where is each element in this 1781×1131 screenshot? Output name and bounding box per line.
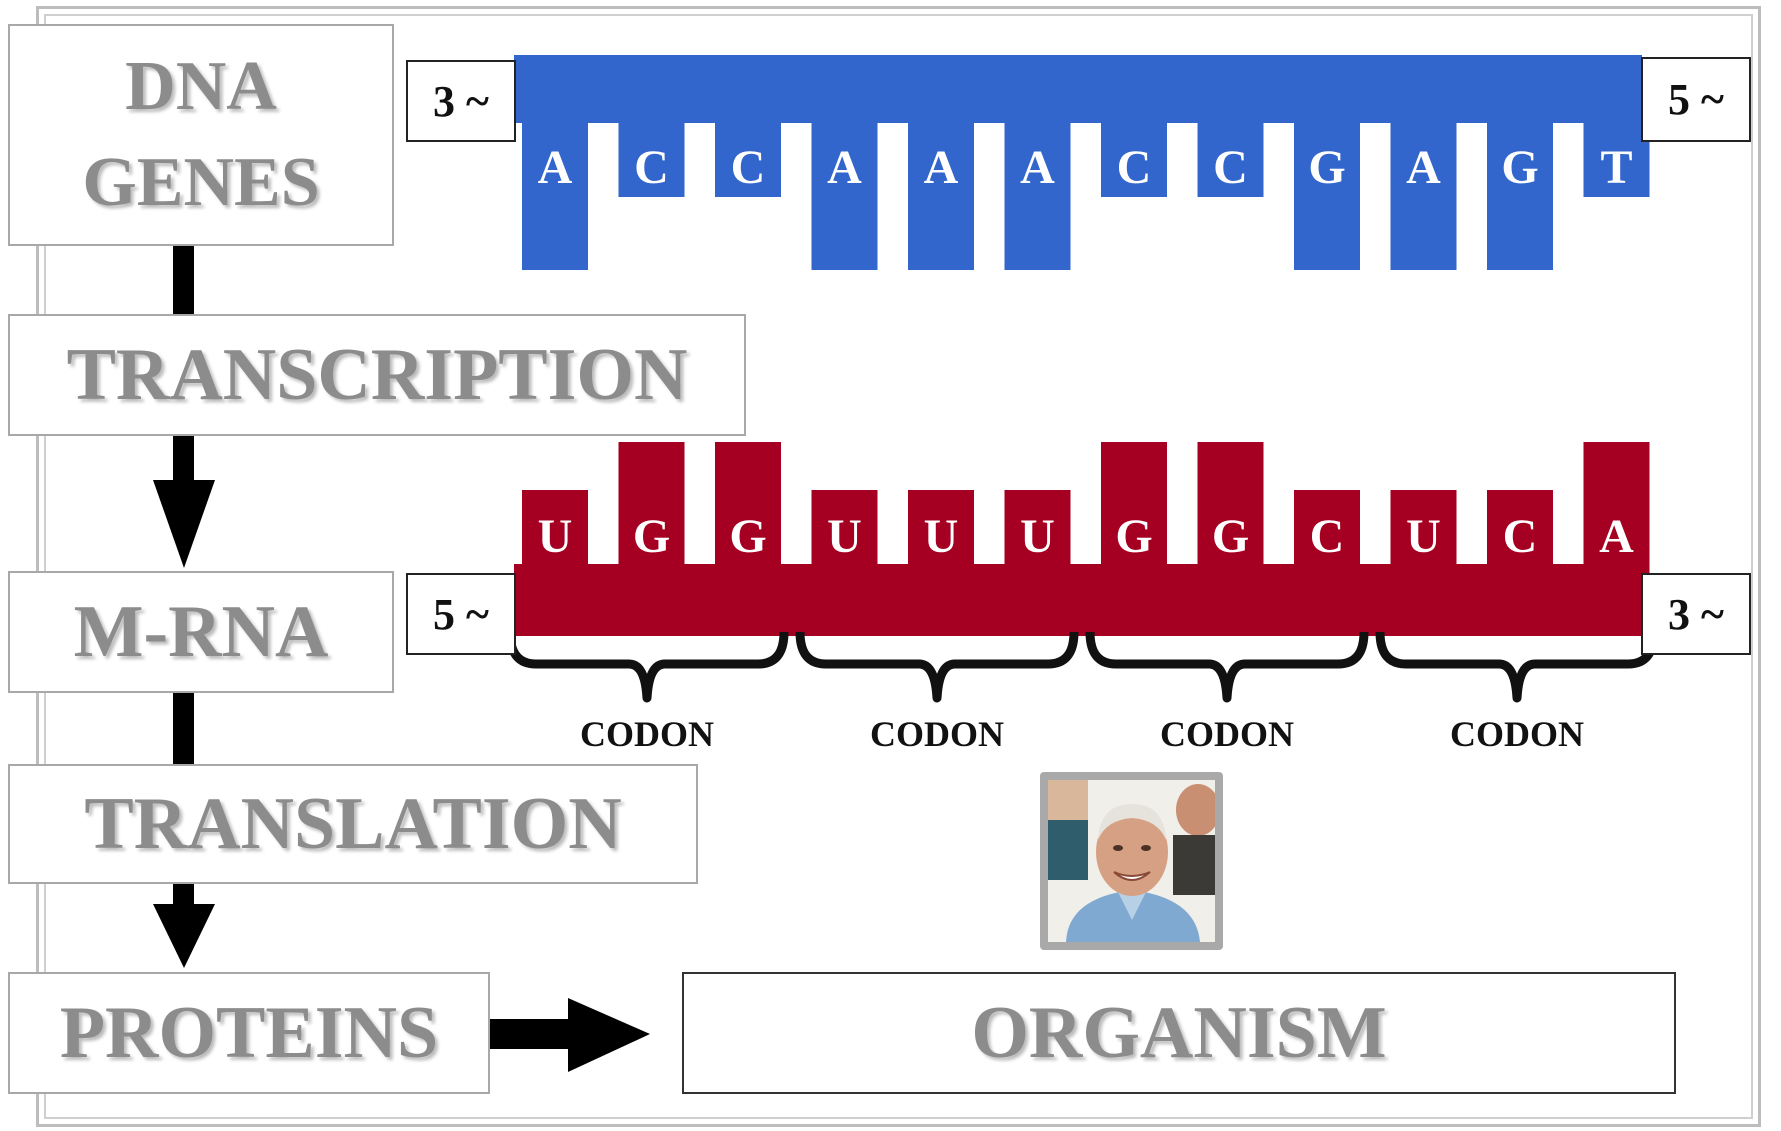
mrna-base-tooth [811,490,878,576]
dna-base-tooth [618,112,685,197]
down-arrow-icon [153,904,215,968]
codon-braces: CODON CODON CODON CODON [505,631,1659,754]
connector-dna-transcription [173,240,194,318]
dna-base-letter: A [924,141,959,194]
translation-box: TRANSLATION [8,764,698,884]
dna-right-end-tag: 5 ~ [1641,57,1751,142]
dna-base-tooth [1197,112,1264,197]
dna-base-tooth [522,112,588,270]
dna-base-letter: C [1117,141,1152,194]
down-arrow-icon [153,480,215,568]
mrna-base-letter: G [729,510,766,563]
dna-base-tooth [1583,112,1650,197]
dna-base-letter: C [731,141,766,194]
mrna-base-letter: U [1406,510,1441,563]
dna-base-tooth [1487,112,1553,270]
mrna-box: M-RNA [8,571,394,693]
mrna-base-letter: U [924,510,959,563]
mrna-left-end-tag: 5 ~ [406,573,516,655]
dna-base-tooth [1390,112,1457,270]
dna-label: DNA [125,48,277,125]
transcription-label: TRANSCRIPTION [66,334,688,416]
codon-label: CODON [870,714,1004,754]
organism-box: ORGANISM [682,972,1676,1094]
dna-backbone [514,55,1642,123]
proteins-label: PROTEINS [59,992,439,1074]
codon-brace [1085,631,1369,703]
mrna-base-letter: C [1503,510,1538,563]
mrna-base-letter: U [538,510,573,563]
mrna-base-letter: U [827,510,862,563]
dna-base-tooth [1004,112,1071,270]
mrna-base-letter: C [1310,510,1345,563]
codon-brace [795,631,1079,703]
inner-frame [44,14,1753,1119]
dna-base-letter: C [634,141,669,194]
codon-brace [1375,631,1659,703]
mrna-base-tooth [618,442,685,576]
mrna-base-tooth [1101,442,1167,576]
mrna-base-tooth [1197,442,1264,576]
outer-frame [36,6,1761,1127]
dna-base-letter: A [1020,141,1055,194]
mrna-label: M-RNA [73,591,329,673]
dna-base-tooth [908,112,974,270]
mrna-base-letter: U [1020,510,1055,563]
genes-label: GENES [82,144,320,221]
codon-label: CODON [580,714,714,754]
codon-label: CODON [1450,714,1584,754]
codon-label: CODON [1160,714,1294,754]
dna-base-tooth [811,112,878,270]
mrna-base-tooth [715,442,781,576]
dna-genes-box: DNA GENES [8,24,394,246]
connector-translation-proteins [173,880,194,906]
mrna-base-tooth [1294,490,1360,576]
mrna-base-letter: G [1115,510,1152,563]
translation-label: TRANSLATION [84,783,622,865]
connector-mrna-translation [173,690,194,764]
mrna-base-letter: G [1212,510,1249,563]
dna-left-end-tag: 3 ~ [406,60,516,142]
dna-base-letter: G [1308,141,1345,194]
dna-base-letter: C [1213,141,1248,194]
connector-transcription-mrna [173,432,194,482]
organism-label: ORGANISM [971,992,1387,1074]
transcription-box: TRANSCRIPTION [8,314,746,436]
dna-base-letter: A [1406,141,1441,194]
codon-brace [505,631,789,703]
mrna-base-tooth [522,490,588,576]
mrna-right-end-tag: 3 ~ [1641,573,1751,655]
right-arrow-icon [568,998,650,1072]
organism-photo [1040,772,1223,950]
mrna-base-tooth [908,490,974,576]
dna-base-letter: G [1501,141,1538,194]
mrna-base-tooth [1487,490,1553,576]
dna-base-tooth [1101,112,1167,197]
mrna-base-letter: A [1599,510,1634,563]
proteins-box: PROTEINS [8,972,490,1094]
mrna-base-tooth [1004,490,1071,576]
dna-base-tooth [1294,112,1360,270]
dna-base-letter: T [1600,141,1632,194]
smiling-man-photo-icon [1048,780,1215,942]
mrna-base-tooth [1583,442,1650,576]
connector-proteins-organism [490,1019,570,1049]
dna-base-tooth [715,112,781,197]
dna-base-letter: A [538,141,573,194]
dna-base-letter: A [827,141,862,194]
mrna-base-tooth [1390,490,1457,576]
mrna-base-letter: G [633,510,670,563]
